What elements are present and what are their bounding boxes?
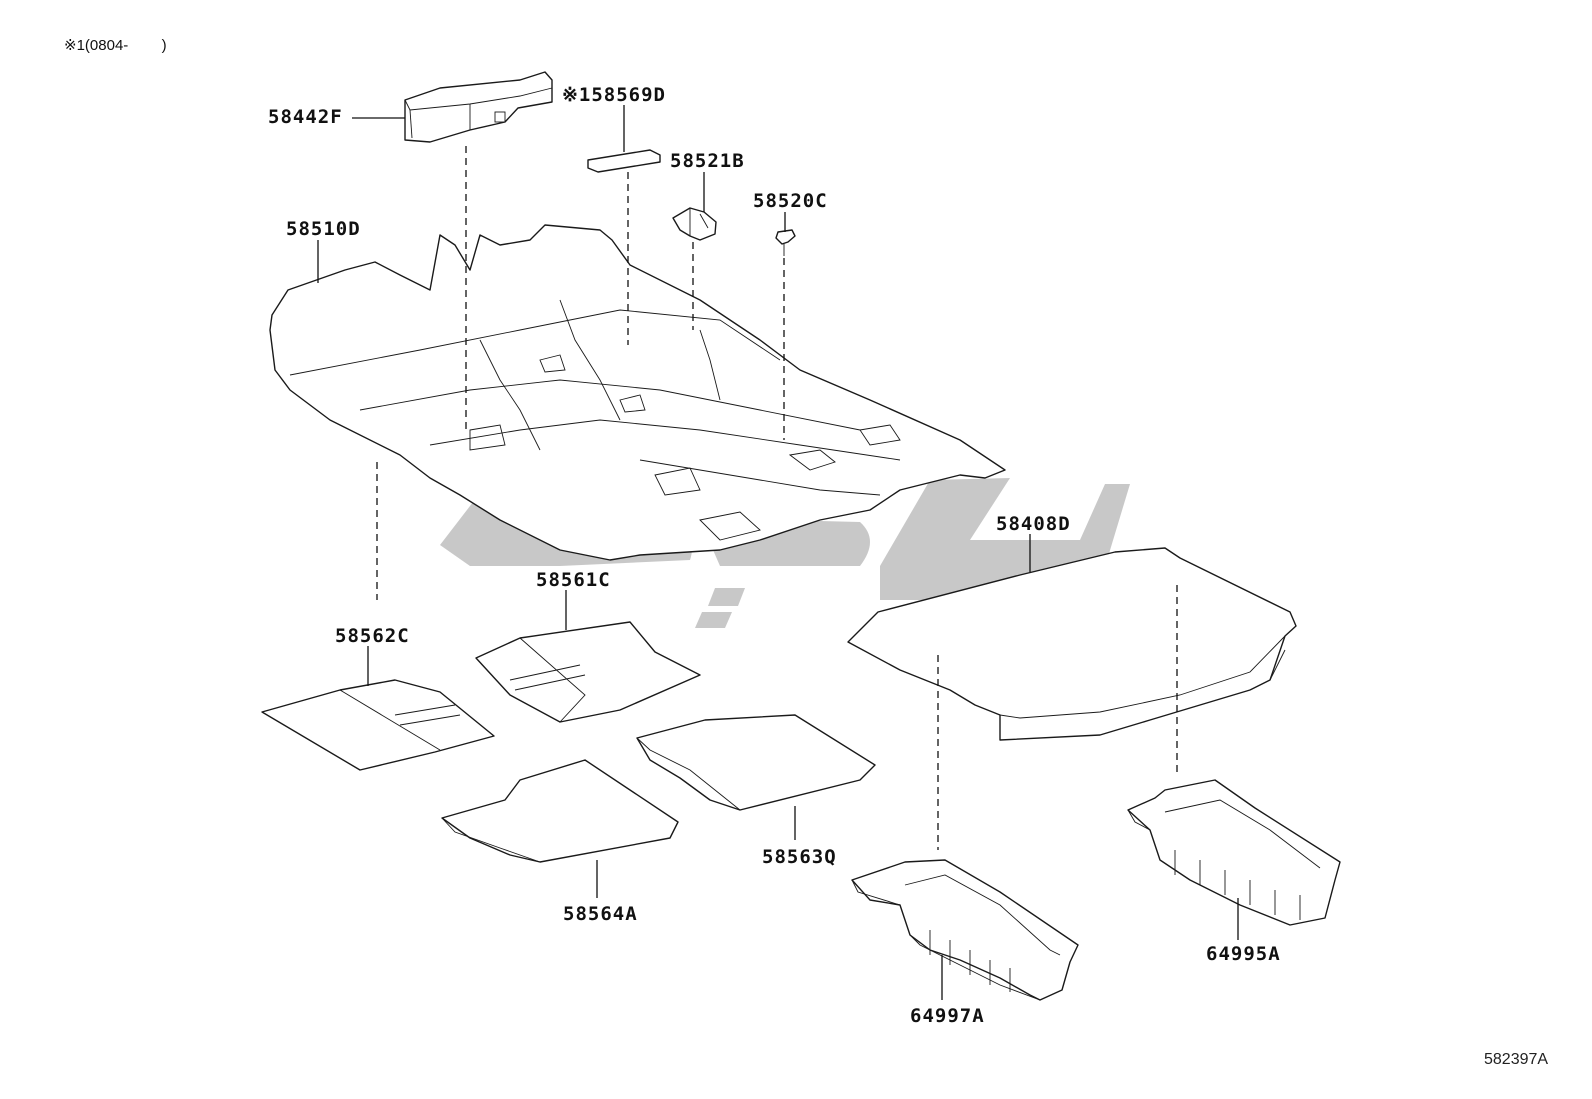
- part-58510D-drawing: [269, 224, 1006, 561]
- header-note: ※1(0804- ): [64, 38, 167, 53]
- part-label-58563Q[interactable]: 58563Q: [762, 846, 837, 868]
- part-64997A-drawing: [851, 859, 1079, 1001]
- part-label-58520C[interactable]: 58520C: [753, 190, 828, 212]
- part-label-58562C[interactable]: 58562C: [335, 625, 410, 647]
- part-58442F-drawing: [404, 71, 553, 143]
- alignment-lines: [376, 146, 1178, 850]
- diagram-id: 582397A: [1484, 1051, 1549, 1068]
- part-label-64995A[interactable]: 64995A: [1206, 943, 1281, 965]
- part-58563Q-drawing: [636, 714, 876, 811]
- part-58408D-drawing: [847, 547, 1297, 741]
- note-text: (0804- ): [84, 37, 167, 54]
- part-58569D-drawing: [587, 149, 661, 173]
- part-58521B-drawing: [672, 207, 717, 241]
- leader-lines: [317, 105, 1239, 1000]
- part-58520C-drawing: [775, 229, 796, 256]
- part-label-58564A[interactable]: 58564A: [563, 903, 638, 925]
- part-label-58408D[interactable]: 58408D: [996, 513, 1071, 535]
- part-label-58561C[interactable]: 58561C: [536, 569, 611, 591]
- part-label-58442F[interactable]: 58442F: [268, 106, 343, 128]
- part-64995A-drawing: [1127, 779, 1341, 926]
- note-symbol: ※1: [64, 37, 85, 54]
- part-label-58510D[interactable]: 58510D: [286, 218, 361, 240]
- part-58564A-drawing: [441, 759, 679, 863]
- part-label-58521B[interactable]: 58521B: [670, 150, 745, 172]
- part-58561C-drawing: [475, 621, 701, 723]
- part-label-58569D[interactable]: ※158569D: [562, 84, 666, 106]
- part-58562C-drawing: [261, 679, 495, 771]
- part-label-64997A[interactable]: 64997A: [910, 1005, 985, 1027]
